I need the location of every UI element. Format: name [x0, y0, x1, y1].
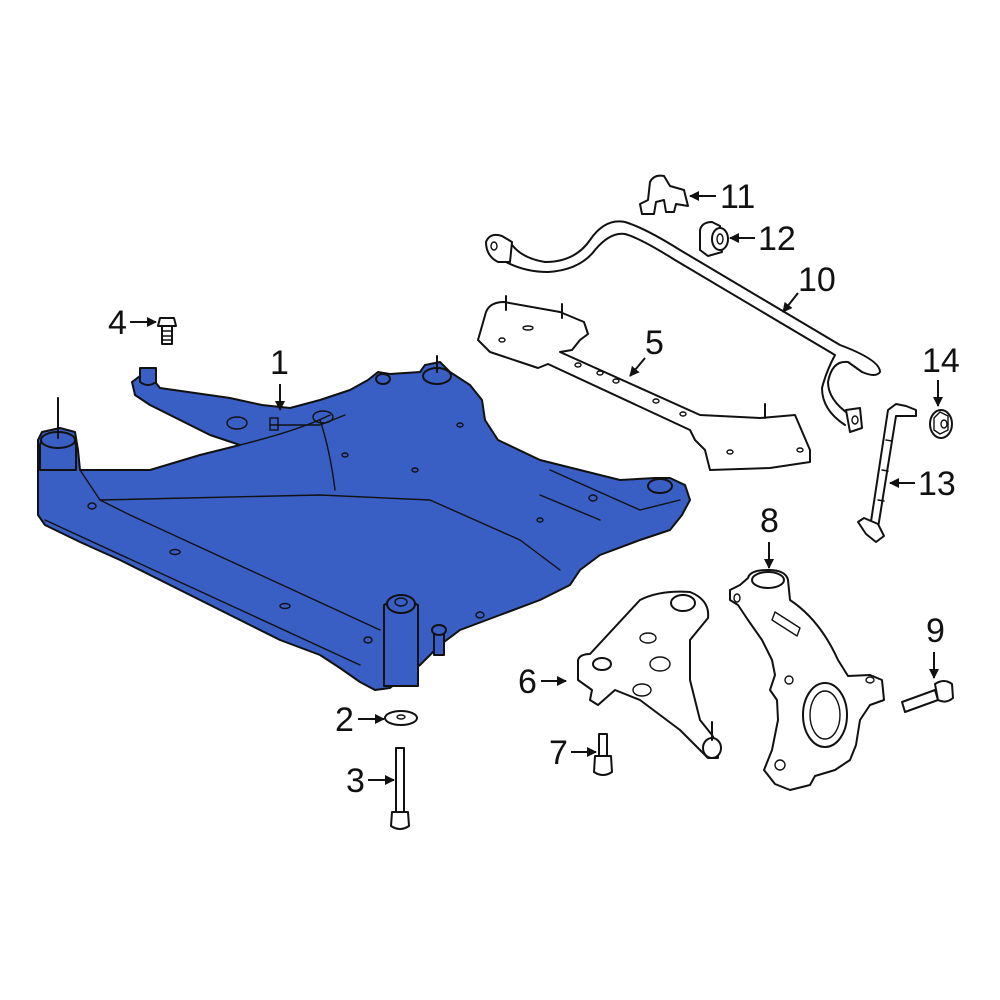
callout-14[interactable]: 14	[922, 342, 960, 407]
stabilizer-link-part[interactable]	[857, 403, 917, 543]
bolt-7-part[interactable]	[593, 733, 613, 776]
bolt-4-part[interactable]	[157, 317, 177, 345]
reinforcement-brace-part[interactable]	[477, 295, 811, 471]
bushing-part[interactable]	[699, 221, 729, 257]
crossmember-part[interactable]	[37, 355, 691, 691]
lower-control-arm-part[interactable]	[577, 590, 722, 759]
long-bolt-part[interactable]	[390, 747, 410, 830]
callout-12[interactable]: 12	[729, 220, 796, 258]
front-mount-top	[386, 594, 416, 614]
arm-stud	[139, 367, 157, 386]
callout-5-arrow	[629, 357, 646, 377]
svg-text:11: 11	[720, 178, 755, 216]
svg-text:14: 14	[922, 342, 960, 380]
callout-13[interactable]: 13	[889, 465, 956, 503]
callout-11[interactable]: 11	[689, 178, 755, 216]
callout-8[interactable]: 8	[760, 502, 779, 569]
callout-6[interactable]: 6	[518, 663, 567, 701]
washer-part[interactable]	[384, 710, 418, 726]
callout-9[interactable]: 9	[926, 612, 945, 679]
rear-mid-stud	[375, 373, 391, 385]
svg-text:6: 6	[518, 663, 537, 701]
stabilizer-bar-part[interactable]	[485, 220, 881, 433]
svg-text:5: 5	[645, 324, 664, 362]
bushing-bracket-part[interactable]	[639, 174, 689, 215]
steering-knuckle-part[interactable]	[729, 569, 885, 791]
callout-5[interactable]: 5	[629, 324, 664, 377]
bolt-9-part[interactable]	[901, 680, 954, 713]
callout-7[interactable]: 7	[549, 734, 597, 772]
svg-text:9: 9	[926, 612, 945, 650]
svg-text:4: 4	[108, 304, 127, 342]
svg-text:13: 13	[918, 465, 956, 503]
svg-text:8: 8	[760, 502, 779, 540]
right-mount-top	[647, 478, 673, 494]
crossmember-body	[37, 361, 691, 691]
svg-text:12: 12	[758, 220, 796, 258]
callout-1[interactable]: 1	[270, 344, 289, 411]
callout-10[interactable]: 10	[782, 261, 836, 313]
callout-4[interactable]: 4	[108, 304, 157, 342]
callout-10-arrow	[782, 292, 799, 313]
svg-text:7: 7	[549, 734, 568, 772]
svg-text:10: 10	[798, 261, 836, 299]
callout-3[interactable]: 3	[346, 762, 395, 800]
svg-text:1: 1	[270, 344, 289, 382]
callout-2[interactable]: 2	[335, 701, 385, 739]
svg-text:2: 2	[335, 701, 354, 739]
svg-text:3: 3	[346, 762, 365, 800]
nut-part[interactable]	[929, 409, 953, 439]
